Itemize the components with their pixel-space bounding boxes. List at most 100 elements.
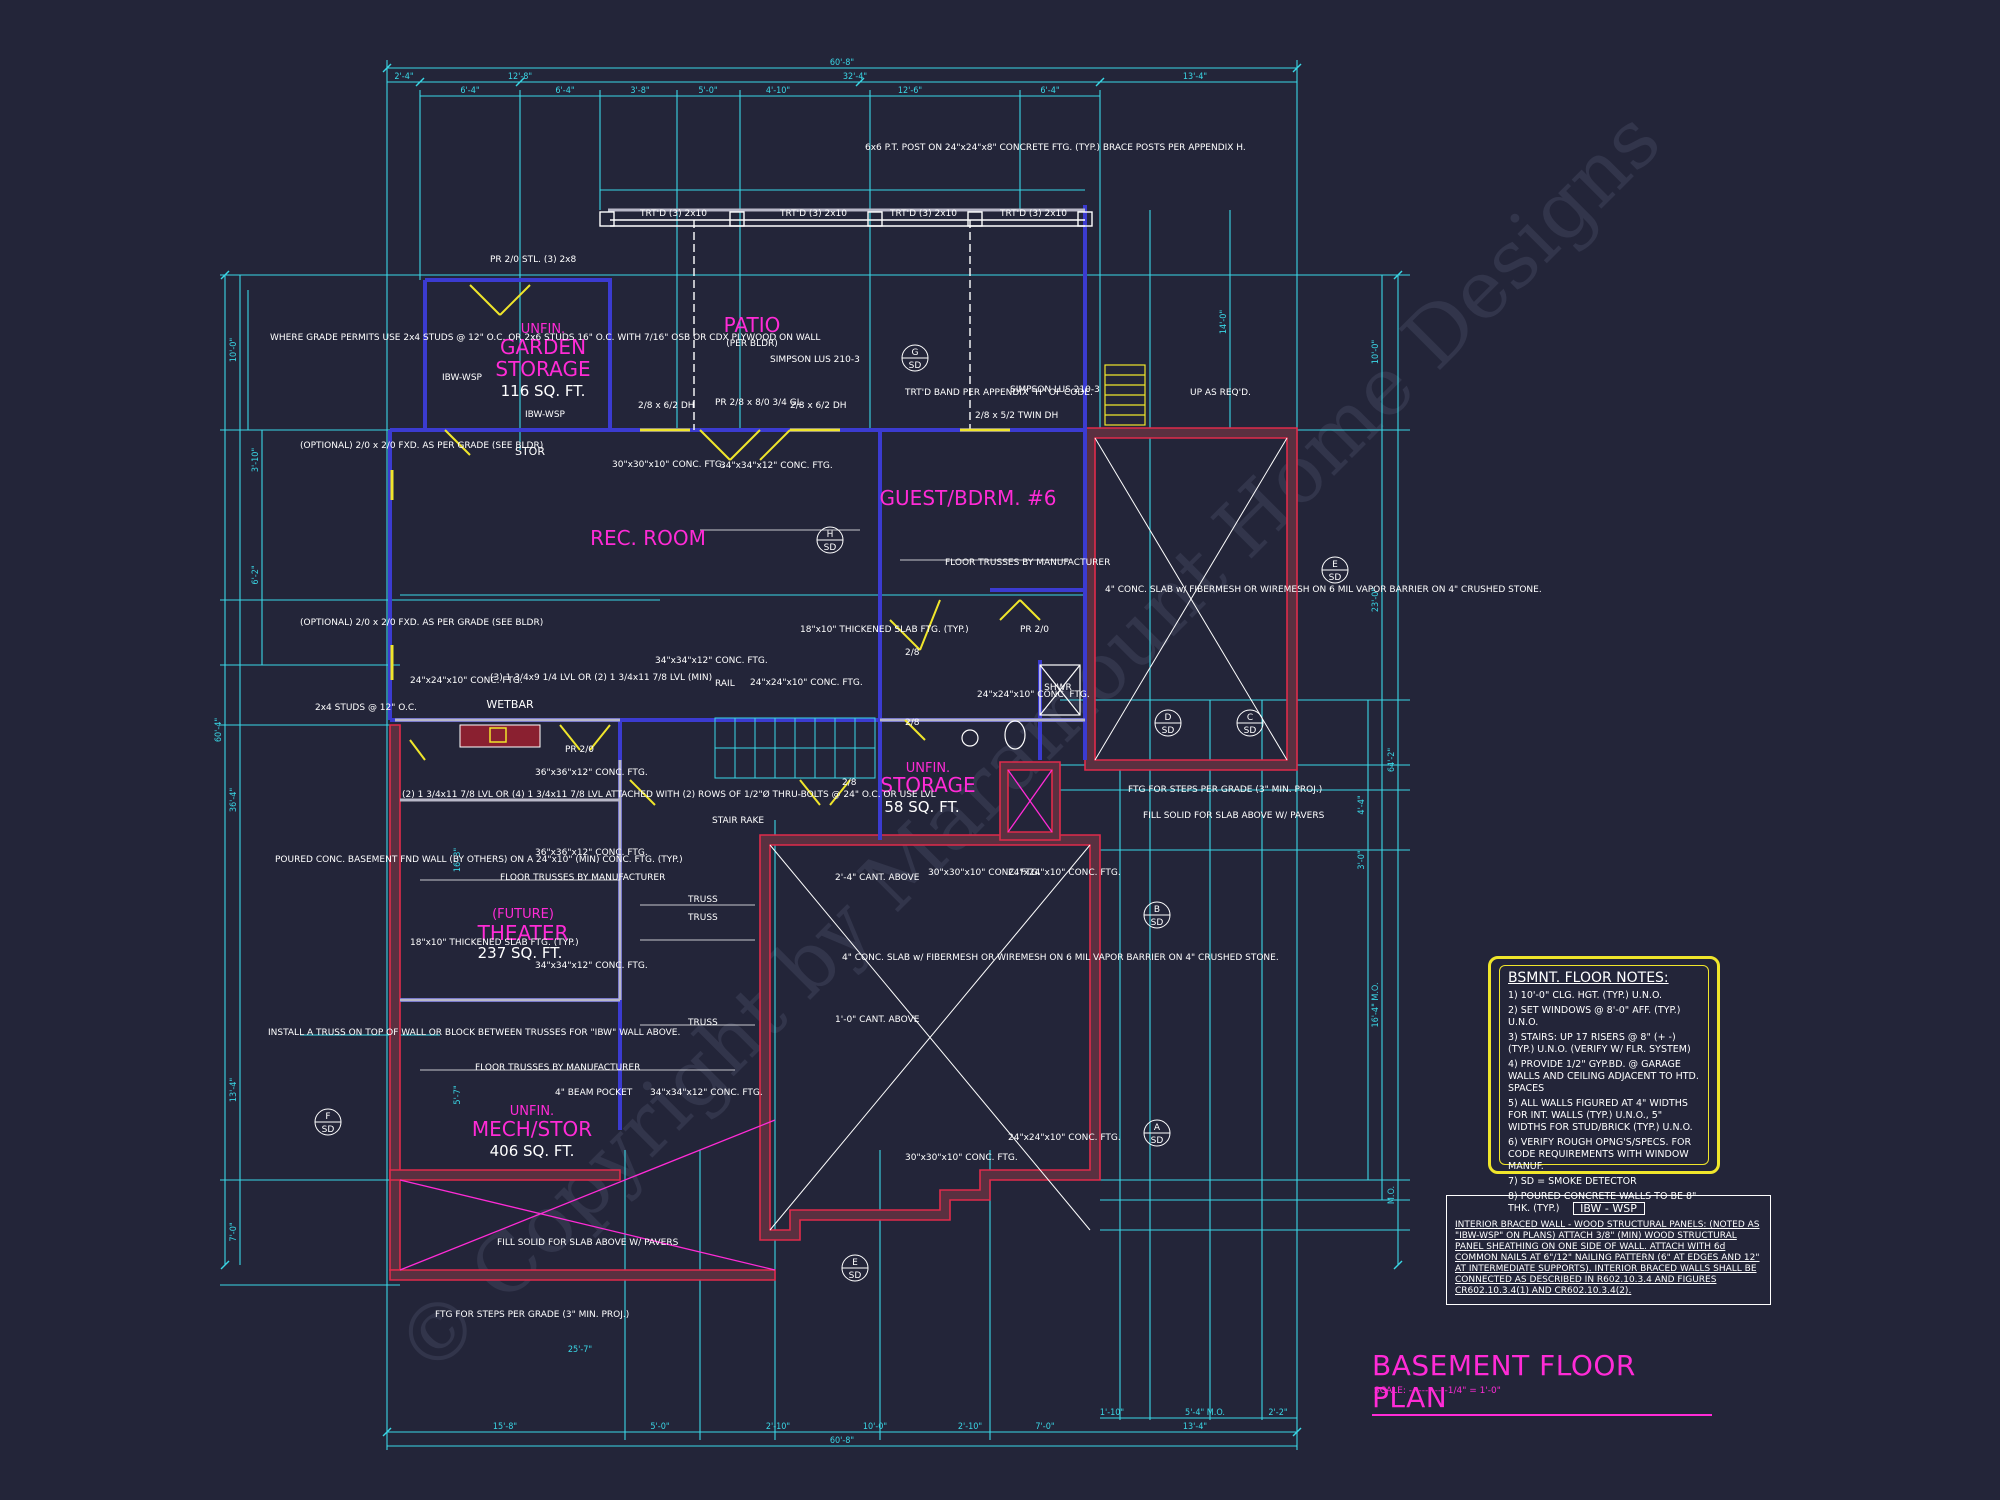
svg-text:SD: SD [322, 1125, 335, 1135]
svg-text:24"x24"x10" CONC. FTG.: 24"x24"x10" CONC. FTG. [410, 676, 523, 686]
svg-text:SD: SD [1151, 918, 1164, 928]
svg-text:7'-0": 7'-0" [229, 1222, 239, 1241]
svg-text:5'-4" M.O.: 5'-4" M.O. [1185, 1408, 1225, 1418]
svg-text:36'-4": 36'-4" [229, 788, 239, 812]
floor-note: 4) PROVIDE 1/2" GYP.BD. @ GARAGE WALLS A… [1508, 1059, 1699, 1094]
svg-text:TRT'D BAND PER APPENDIX "H" OF: TRT'D BAND PER APPENDIX "H" OF CODE. [904, 388, 1093, 398]
svg-text:GARDEN: GARDEN [500, 335, 586, 359]
svg-text:2'-10": 2'-10" [958, 1422, 982, 1432]
svg-text:4" CONC. SLAB w/ FIBERMESH OR: 4" CONC. SLAB w/ FIBERMESH OR WIREMESH O… [1105, 585, 1542, 595]
ibw-legend-title: IBW - WSP [1572, 1202, 1645, 1215]
right-dimension-text: 64'-2" 10'-0" 23'-0" 16'-4" M.O. 14'-0" … [1219, 310, 1397, 1204]
floor-note: 1) 10'-0" CLG. HGT. (TYP.) U.N.O. [1508, 990, 1663, 1001]
plan-scale: SCALE: ------------1/4" = 1'-0" [1374, 1386, 1501, 1396]
svg-text:13'-4": 13'-4" [1183, 1422, 1207, 1432]
svg-text:2'-10": 2'-10" [766, 1422, 790, 1432]
svg-text:10'-0": 10'-0" [863, 1422, 887, 1432]
svg-text:64'-2": 64'-2" [1387, 748, 1397, 772]
svg-text:(FUTURE): (FUTURE) [492, 907, 554, 922]
svg-text:24"x24"x10" CONC. FTG.: 24"x24"x10" CONC. FTG. [1008, 868, 1121, 878]
svg-text:C: C [1247, 713, 1253, 723]
svg-text:5'-0": 5'-0" [650, 1422, 669, 1432]
room-garden-storage[interactable]: UNFIN. GARDEN STORAGE 116 SQ. FT. [495, 322, 590, 400]
svg-text:237 SQ. FT.: 237 SQ. FT. [478, 944, 563, 962]
svg-text:4" CONC. SLAB w/ FIBERMESH OR: 4" CONC. SLAB w/ FIBERMESH OR WIREMESH O… [842, 953, 1279, 963]
svg-text:F: F [325, 1112, 330, 1122]
svg-text:IBW-WSP: IBW-WSP [442, 373, 483, 383]
svg-text:A: A [1154, 1123, 1161, 1133]
svg-text:3'-0": 3'-0" [1357, 850, 1367, 869]
floor-note: 7) SD = SMOKE DETECTOR [1508, 1176, 1637, 1187]
svg-text:FLOOR TRUSSES BY MANUFACTURER: FLOOR TRUSSES BY MANUFACTURER [500, 873, 665, 883]
svg-text:7'-0": 7'-0" [1035, 1422, 1054, 1432]
room-rec-room[interactable]: REC. ROOM [590, 526, 706, 550]
label-shwr: SHWR [1044, 683, 1072, 693]
svg-text:2/8 x 6/2 DH: 2/8 x 6/2 DH [790, 401, 847, 411]
room-guest-bedroom[interactable]: GUEST/BDRM. #6 [880, 486, 1057, 510]
svg-text:(OPTIONAL) 2/0 x 2/0 FXD. AS P: (OPTIONAL) 2/0 x 2/0 FXD. AS PER GRADE (… [300, 441, 543, 451]
svg-text:MECH/STOR: MECH/STOR [472, 1117, 592, 1141]
floor-note: 8) POURED CONCRETE WALLS TO BE 8" THK. (… [1508, 1191, 1697, 1214]
svg-text:WHERE GRADE PERMITS USE 2x4 ST: WHERE GRADE PERMITS USE 2x4 STUDS @ 12" … [270, 333, 820, 343]
svg-text:UNFIN.: UNFIN. [510, 1104, 554, 1119]
svg-text:POURED CONC. BASEMENT FND WALL: POURED CONC. BASEMENT FND WALL (BY OTHER… [275, 855, 683, 865]
room-theater[interactable]: (FUTURE) THEATER 237 SQ. FT. [477, 907, 569, 962]
svg-text:PR 2/0: PR 2/0 [565, 745, 594, 755]
room-patio[interactable]: PATIO (PER BLDR) [724, 313, 781, 349]
svg-text:13'-4": 13'-4" [1183, 72, 1207, 82]
svg-text:4" BEAM POCKET: 4" BEAM POCKET [555, 1088, 633, 1098]
room-storage[interactable]: UNFIN. STORAGE 58 SQ. FT. [880, 761, 975, 816]
svg-text:24"x24"x10" CONC. FTG.: 24"x24"x10" CONC. FTG. [977, 690, 1090, 700]
stair[interactable] [714, 717, 876, 779]
svg-text:E: E [852, 1258, 858, 1268]
svg-text:TRUSS: TRUSS [687, 1018, 718, 1028]
windows[interactable] [390, 428, 1010, 680]
svg-text:(PER BLDR): (PER BLDR) [726, 339, 778, 349]
floor-note: 2) SET WINDOWS @ 8'-0" AFF. (TYP.) U.N.O… [1508, 1005, 1681, 1028]
svg-text:16'-4" M.O.: 16'-4" M.O. [1371, 982, 1381, 1027]
plan-annotations: 6x6 P.T. POST ON 24"x24"x8" CONCRETE FTG… [268, 143, 1542, 1320]
floor-note: 6) VERIFY ROUGH OPNG'S/SPECS. FOR CODE R… [1508, 1137, 1692, 1172]
svg-text:16'-3": 16'-3" [453, 848, 463, 872]
svg-text:34"x34"x12" CONC. FTG.: 34"x34"x12" CONC. FTG. [650, 1088, 763, 1098]
svg-text:SD: SD [1162, 726, 1175, 736]
svg-text:2'-4" CANT. ABOVE: 2'-4" CANT. ABOVE [835, 873, 920, 883]
svg-text:25'-7": 25'-7" [568, 1345, 592, 1355]
exterior-stair[interactable] [1104, 364, 1146, 426]
svg-text:PATIO: PATIO [724, 313, 781, 337]
svg-text:60'-8": 60'-8" [830, 58, 854, 68]
svg-text:G: G [912, 348, 919, 358]
doors[interactable] [409, 284, 1041, 806]
svg-text:FTG FOR STEPS PER GRADE (3" MI: FTG FOR STEPS PER GRADE (3" MIN. PROJ.) [435, 1310, 629, 1320]
svg-text:TRUSS: TRUSS [687, 913, 718, 923]
svg-text:60'-4": 60'-4" [214, 718, 224, 742]
svg-text:60'-8": 60'-8" [830, 1436, 854, 1446]
svg-text:24"x24"x10" CONC. FTG.: 24"x24"x10" CONC. FTG. [1008, 1133, 1121, 1143]
svg-text:2'-2": 2'-2" [1268, 1408, 1287, 1418]
svg-text:SD: SD [849, 1271, 862, 1281]
svg-text:34"x34"x12" CONC. FTG.: 34"x34"x12" CONC. FTG. [535, 961, 648, 971]
svg-text:30"x30"x10" CONC. FTG.: 30"x30"x10" CONC. FTG. [612, 460, 725, 470]
svg-text:SIMPSON LUS 210-3: SIMPSON LUS 210-3 [1010, 385, 1100, 395]
ibw-legend-text: INTERIOR BRACED WALL - WOOD STRUCTURAL P… [1455, 1220, 1760, 1296]
patio-beam [599, 211, 1093, 430]
svg-text:INSTALL A TRUSS ON TOP OF WALL: INSTALL A TRUSS ON TOP OF WALL OR BLOCK … [268, 1028, 680, 1038]
svg-text:14'-0": 14'-0" [1219, 310, 1229, 334]
room-mech-storage[interactable]: UNFIN. MECH/STOR 406 SQ. FT. [472, 1104, 592, 1160]
svg-text:1'-10": 1'-10" [1100, 1408, 1124, 1418]
svg-text:3'-10": 3'-10" [251, 448, 261, 472]
floor-notes-panel: BSMNT. FLOOR NOTES: 1) 10'-0" CLG. HGT. … [1488, 956, 1720, 1214]
svg-text:6'-4": 6'-4" [460, 86, 479, 96]
svg-text:2/8 x 6/2 DH: 2/8 x 6/2 DH [638, 401, 695, 411]
svg-text:PR 2/0 STL. (3) 2x8: PR 2/0 STL. (3) 2x8 [490, 255, 576, 265]
svg-text:UNFIN.: UNFIN. [906, 761, 950, 776]
top-dimension-text: 60'-8" 2'-4" 12'-8" 32'-4" 13'-4" 6'-4" … [394, 58, 1207, 96]
wetbar-counter [459, 724, 541, 748]
svg-text:30"x30"x10" CONC. FTG.: 30"x30"x10" CONC. FTG. [928, 868, 1041, 878]
svg-text:TRT'D (3) 2x10: TRT'D (3) 2x10 [999, 209, 1067, 219]
svg-text:36"x36"x12" CONC. FTG.: 36"x36"x12" CONC. FTG. [535, 768, 648, 778]
svg-text:58 SQ. FT.: 58 SQ. FT. [884, 798, 959, 816]
svg-text:10'-0": 10'-0" [229, 338, 239, 362]
svg-text:RAIL: RAIL [715, 679, 735, 689]
svg-text:FLOOR TRUSSES BY MANUFACTURER: FLOOR TRUSSES BY MANUFACTURER [475, 1063, 640, 1073]
